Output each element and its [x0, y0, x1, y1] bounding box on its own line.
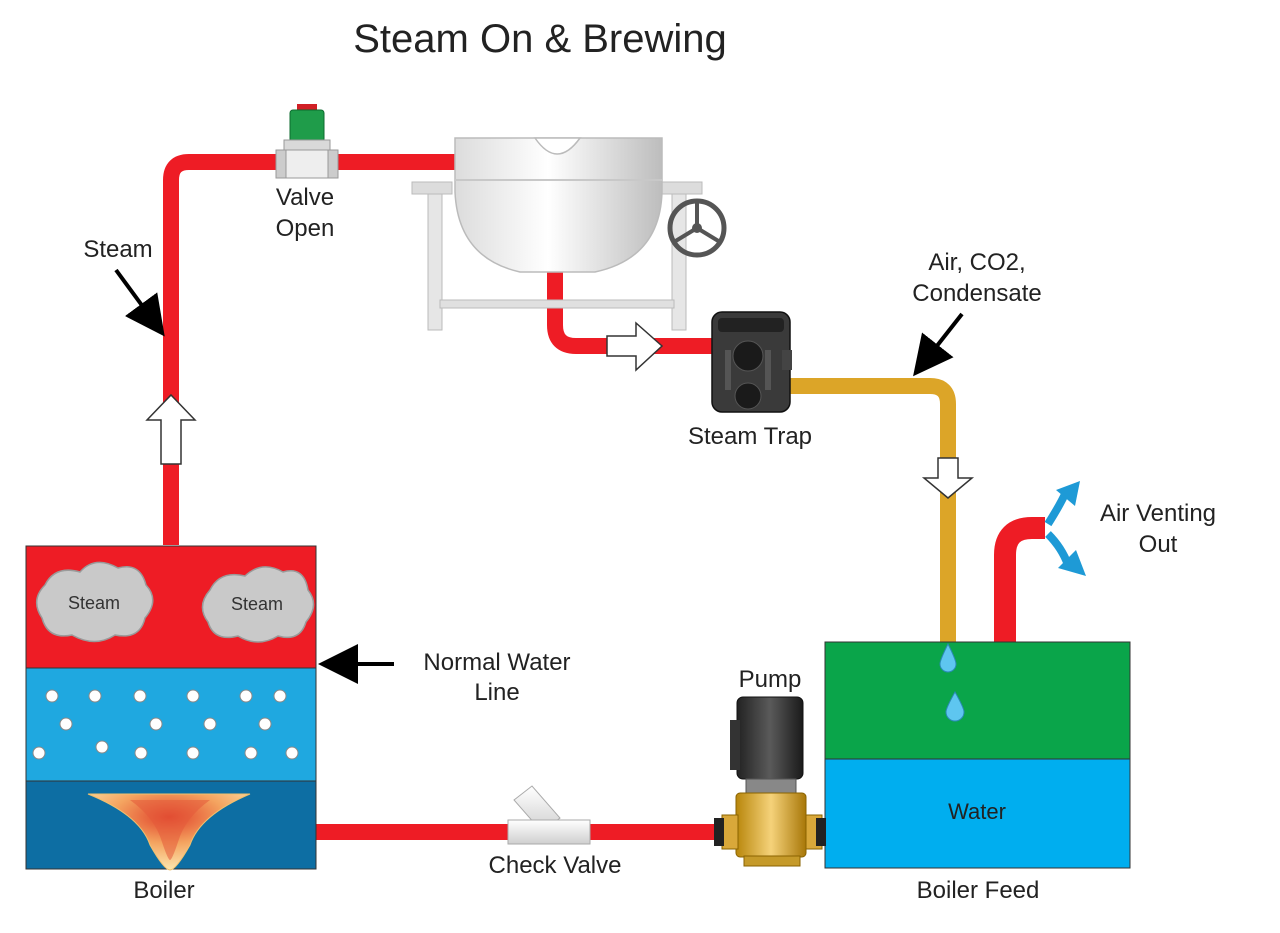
- steam-pointer-arrow: [114, 268, 165, 337]
- air-vent-arrows: [1044, 481, 1086, 576]
- condensate-drop-2: [945, 690, 965, 722]
- water-label: Water: [948, 799, 1006, 824]
- pump: [714, 696, 826, 867]
- condensate-return-pipe: [790, 378, 956, 645]
- boiler-feed-label: Boiler Feed: [917, 877, 1040, 904]
- flow-right-arrow: [606, 321, 664, 372]
- vent-pipe: [994, 517, 1045, 642]
- condensate-flow-down-arrow: [921, 457, 975, 499]
- valve-label-line1: Valve: [276, 184, 334, 211]
- condensate-pointer-arrow: [913, 312, 964, 377]
- normal-water-label-line2: Line: [474, 679, 519, 706]
- normal-water-label-line1: Normal Water: [423, 649, 570, 676]
- brew-kettle: [411, 137, 727, 331]
- check-valve-label: Check Valve: [489, 852, 622, 879]
- valve-label-line2: Open: [276, 215, 335, 242]
- steam-trap-label: Steam Trap: [688, 423, 812, 450]
- solenoid-valve: [275, 104, 339, 179]
- pump-label: Pump: [739, 666, 802, 693]
- air-co2-label-line2: Condensate: [912, 280, 1041, 307]
- feed-tank-air-space: [824, 641, 1131, 760]
- air-venting-label-line2: Out: [1139, 531, 1178, 558]
- check-valve: [507, 785, 591, 845]
- steam-cloud-right: Steam: [201, 566, 315, 643]
- boiler-feed-tank: Water: [824, 641, 1131, 869]
- steam-flow-up-arrow: [145, 393, 197, 465]
- steam-trap: [711, 311, 792, 413]
- steam-supply-pipe: [163, 154, 460, 545]
- boiler-label: Boiler: [133, 877, 194, 904]
- air-co2-label-line1: Air, CO2,: [928, 249, 1025, 276]
- condensate-drop-1: [939, 642, 957, 673]
- kettle-outlet-pipe: [547, 270, 720, 354]
- steam-cloud-left-label: Steam: [68, 593, 120, 613]
- kettle-handwheel: [667, 198, 727, 258]
- air-venting-label-line1: Air Venting: [1100, 500, 1216, 527]
- steam-cloud-right-label: Steam: [231, 594, 283, 614]
- steam-label: Steam: [83, 236, 152, 263]
- boiler: Steam Steam: [25, 545, 317, 871]
- burner-flame: [87, 793, 251, 871]
- feed-tank-water: [824, 758, 1131, 869]
- water-bubbles: [32, 689, 299, 760]
- steam-cloud-left: Steam: [36, 561, 154, 643]
- diagram-title: Steam On & Brewing: [353, 17, 727, 61]
